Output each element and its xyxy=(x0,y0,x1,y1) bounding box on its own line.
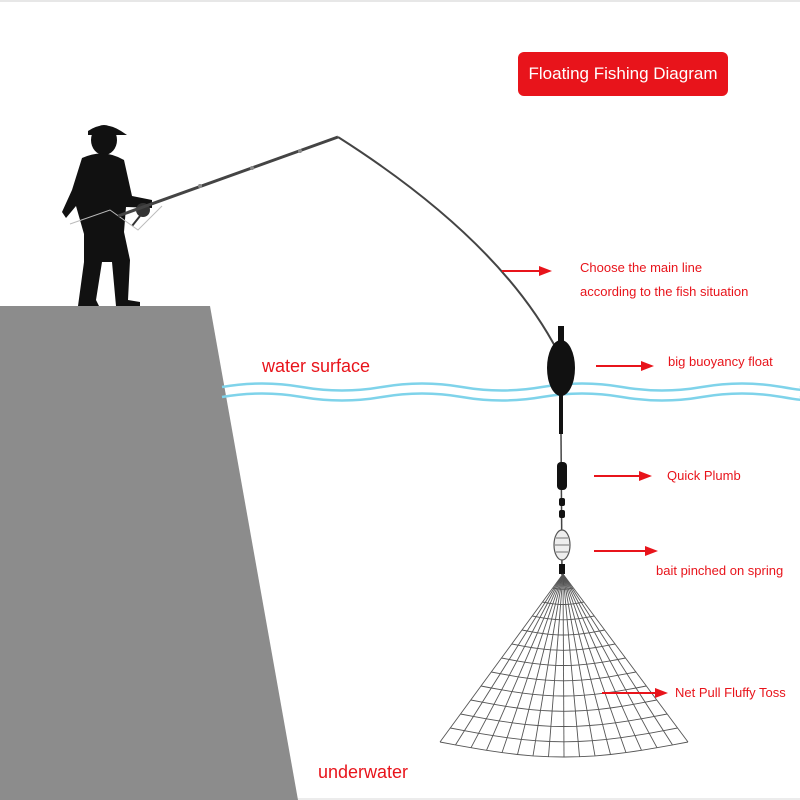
float-annotation: big buoyancy float xyxy=(668,354,773,369)
rod-guide-rings xyxy=(198,149,302,188)
net-strand xyxy=(532,615,595,621)
main-line-annotation-line1: Choose the main line xyxy=(580,260,703,275)
net-strand xyxy=(439,741,689,758)
net-strand xyxy=(460,713,668,727)
main-line-annotation: Choose the main line according to the fi… xyxy=(580,256,748,304)
net-strand xyxy=(480,685,647,697)
arrow-main-line xyxy=(502,266,552,276)
plumb-annotation: Quick Plumb xyxy=(667,468,741,483)
underwater-label: underwater xyxy=(318,762,409,782)
fishing-rod xyxy=(337,136,559,353)
annotation-arrows xyxy=(502,266,668,698)
diagram-title: Floating Fishing Diagram xyxy=(518,52,728,96)
net-strand xyxy=(521,629,605,636)
cliff-bank xyxy=(0,306,298,800)
plumb-icon xyxy=(557,462,567,518)
net-strand xyxy=(450,727,678,743)
net-strand xyxy=(542,601,584,605)
bait-spring-icon xyxy=(553,529,571,574)
reel-line xyxy=(69,205,163,231)
net-strand xyxy=(501,657,626,666)
fisherman-silhouette xyxy=(62,125,152,306)
arrow-float xyxy=(596,361,654,371)
fan-net xyxy=(439,573,689,758)
arrow-net xyxy=(602,688,668,698)
bait-annotation: bait pinched on spring xyxy=(656,563,784,578)
main-line-annotation-line2: according to the fish situation xyxy=(580,284,749,299)
net-strand xyxy=(470,699,657,712)
net-strand xyxy=(552,587,574,590)
rod-butt xyxy=(117,135,339,218)
net-annotation: Net Pull Fluffy Toss xyxy=(675,685,786,700)
net-strand xyxy=(511,643,616,651)
water-surface-label: water surface xyxy=(262,356,371,376)
arrow-plumb xyxy=(594,471,652,481)
water-wave-line xyxy=(221,382,800,392)
float-icon xyxy=(547,326,575,434)
water-wave-line xyxy=(221,392,800,402)
net-strand xyxy=(491,671,636,682)
arrow-bait xyxy=(594,546,658,556)
